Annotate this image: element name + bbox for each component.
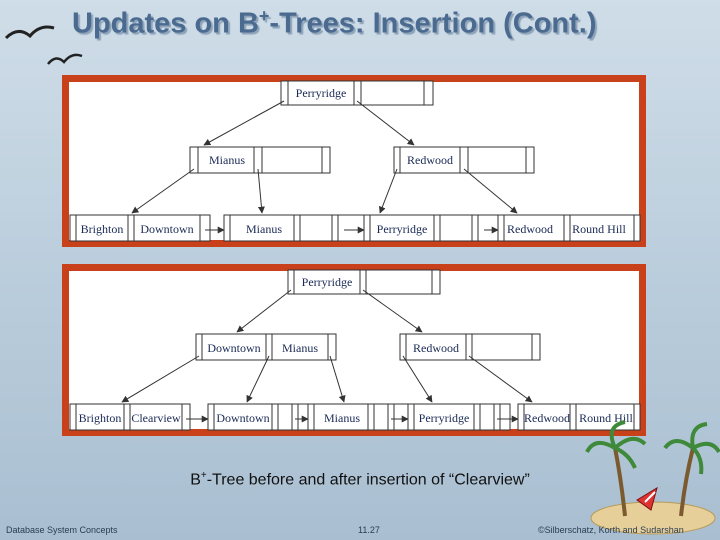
leaf-key: Brighton: [81, 222, 124, 236]
internal-node: Mianus: [189, 146, 331, 174]
leaf-key: Mianus: [324, 411, 360, 425]
root-key: Perryridge: [302, 275, 353, 289]
root-key: Perryridge: [296, 86, 347, 100]
seagull-icon: [4, 25, 55, 40]
leaf-node: Perryridge: [407, 403, 511, 431]
leaf-key: Downtown: [216, 411, 269, 425]
internal-key: Redwood: [413, 341, 459, 355]
seagull-icon: [47, 53, 83, 65]
palm-island-icon: [585, 420, 720, 535]
leaf-key: Round Hill: [572, 222, 626, 236]
root-node: Perryridge: [287, 269, 441, 295]
tree-pointers: [121, 289, 533, 423]
footer-page-number: 11.27: [358, 525, 380, 535]
internal-key: Mianus: [282, 341, 318, 355]
leaf-node: Brighton Downtown: [69, 214, 211, 242]
internal-node: Redwood: [393, 146, 535, 174]
root-node: Perryridge: [280, 80, 434, 106]
tree-pointers: [131, 100, 518, 234]
leaf-key: Perryridge: [419, 411, 470, 425]
internal-node: Downtown Mianus: [195, 333, 337, 361]
leaf-node: Downtown: [207, 403, 311, 431]
leaf-key: Redwood: [524, 411, 570, 425]
footer-left: Database System Concepts: [6, 525, 118, 535]
bplus-tree-before-diagram: Perryridge Mianus Redwood Brighton: [62, 75, 646, 247]
internal-key: Downtown: [207, 341, 260, 355]
leaf-key: Downtown: [140, 222, 193, 236]
leaf-key: Mianus: [246, 222, 282, 236]
leaf-node: Redwood Round Hill: [497, 214, 641, 242]
leaf-key: Redwood: [507, 222, 553, 236]
leaf-key: Clearview: [131, 411, 181, 425]
slide-title: Updates on B+-Trees: Insertion (Cont.): [72, 6, 597, 40]
leaf-node: Mianus: [223, 214, 365, 242]
leaf-node: Brighton Clearview: [69, 403, 191, 431]
leaf-key: Brighton: [79, 411, 122, 425]
diagram-caption: B+-Tree before and after insertion of “C…: [190, 470, 530, 489]
footer-copyright: ©Silberschatz, Korth and Sudarshan: [538, 525, 684, 535]
leaf-node: Perryridge: [363, 214, 505, 242]
leaf-key: Perryridge: [377, 222, 428, 236]
bplus-tree-after-diagram: Perryridge Downtown Mianus Redwood: [62, 264, 646, 436]
internal-key: Redwood: [407, 153, 453, 167]
internal-node: Redwood: [399, 333, 541, 361]
internal-key: Mianus: [209, 153, 245, 167]
leaf-node: Mianus: [307, 403, 409, 431]
